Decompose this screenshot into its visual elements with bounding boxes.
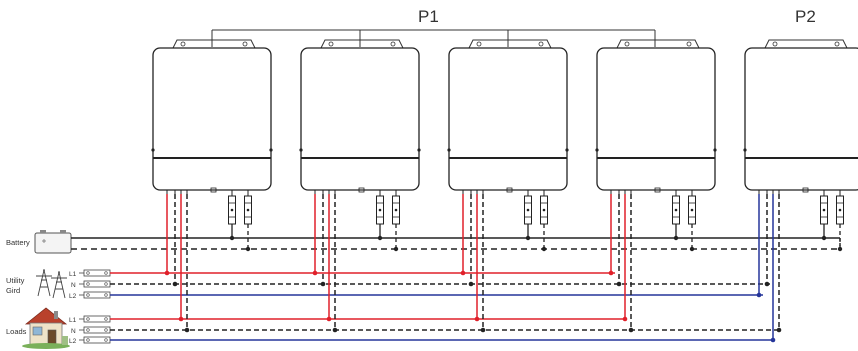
- utility-label-line2: Gird: [6, 286, 20, 295]
- inverter-2-grid-neutral-junction: [320, 281, 326, 287]
- ac-wiring: [110, 194, 782, 343]
- house-icon: [22, 307, 70, 349]
- inverter-5-grid-neutral-junction: [764, 281, 770, 287]
- inverter-2: [298, 39, 422, 253]
- inverter-1-grid-line-junction: [164, 270, 170, 276]
- battery-label: Battery: [6, 238, 30, 247]
- group-label-p2: P2: [795, 7, 816, 26]
- inverter-3-load-neutral-junction: [480, 327, 486, 333]
- svg-text:N: N: [71, 282, 76, 289]
- inverter-4: [594, 39, 718, 253]
- inverter-4-load-neutral-junction: [628, 327, 634, 333]
- inverter-3: [446, 39, 570, 253]
- group-label-p1: P1: [418, 7, 439, 26]
- grid-terminal-l2: L2: [69, 291, 111, 300]
- svg-text:L1: L1: [69, 317, 77, 324]
- inverter-3-grid-line-junction: [460, 270, 466, 276]
- svg-text:L2: L2: [69, 293, 77, 300]
- inverter-2-load-line-junction: [326, 316, 332, 322]
- grid-terminal-n: N: [71, 280, 111, 289]
- inverter-3-load-line-junction: [474, 316, 480, 322]
- loads-terminal-n: N: [71, 326, 111, 335]
- inverter-2-grid-line-junction: [312, 270, 318, 276]
- inverter-5: [742, 39, 858, 253]
- loads-label: Loads: [6, 327, 27, 336]
- grid-terminal-l1: L1: [69, 269, 111, 278]
- inverter-5-load-line-junction: [770, 337, 776, 343]
- inverter-1-load-neutral-junction: [184, 327, 190, 333]
- inverter-1-load-line-junction: [178, 316, 184, 322]
- inverter-5-grid-line-junction: [756, 292, 762, 298]
- inverter-1-grid-neutral-junction: [172, 281, 178, 287]
- inverter-4-grid-line-junction: [608, 270, 614, 276]
- inverter-4-grid-neutral-junction: [616, 281, 622, 287]
- loads-terminal-l1: L1: [69, 315, 111, 324]
- utility-label-line1: Utility: [6, 276, 25, 285]
- transmission-tower-icon: [36, 269, 67, 299]
- inverter-5-load-neutral-junction: [776, 327, 782, 333]
- inverter-3-grid-neutral-junction: [468, 281, 474, 287]
- battery-icon: [34, 230, 72, 254]
- inverter-1: [150, 39, 274, 253]
- inverter-2-load-neutral-junction: [332, 327, 338, 333]
- loads-terminal-l2: L2: [69, 336, 111, 345]
- svg-text:L1: L1: [69, 271, 77, 278]
- p1-bracket: [211, 29, 656, 47]
- inverter-4-load-line-junction: [622, 316, 628, 322]
- svg-text:N: N: [71, 328, 76, 335]
- svg-text:L2: L2: [69, 338, 77, 345]
